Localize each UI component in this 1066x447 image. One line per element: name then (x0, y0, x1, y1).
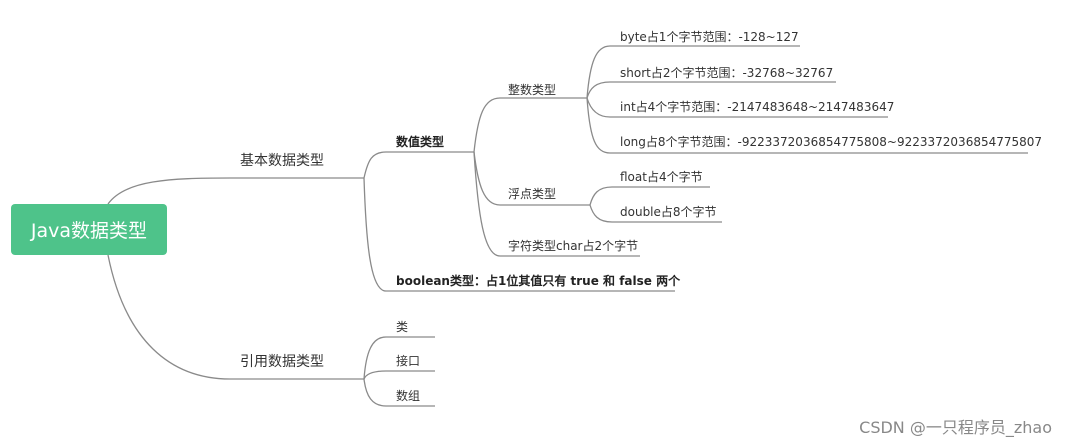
node-double[interactable]: double占8个字节 (620, 205, 717, 219)
node-int[interactable]: int占4个字节范围：-2147483648~2147483647 (620, 100, 895, 114)
node-float[interactable]: float占4个字节 (620, 170, 703, 184)
connector-reference-class (363, 336, 435, 380)
connector-numeric-integer (473, 97, 587, 153)
connector-integer-long (586, 97, 1028, 154)
node-reference-types[interactable]: 引用数据类型 (240, 354, 324, 370)
node-numeric-types[interactable]: 数值类型 (396, 135, 445, 149)
connector-integer-int (586, 97, 888, 118)
node-array[interactable]: 数组 (396, 389, 421, 403)
node-boolean-type[interactable]: boolean类型：占1位其值只有 true 和 false 两个 (396, 274, 681, 288)
connector-integer-byte (586, 45, 800, 99)
connector-reference-array (363, 378, 435, 407)
root-node-label: Java数据类型 (30, 220, 148, 242)
node-class[interactable]: 类 (396, 320, 409, 334)
root-node[interactable]: Java数据类型 (11, 204, 167, 255)
node-float-types[interactable]: 浮点类型 (508, 187, 557, 201)
node-integer-types[interactable]: 整数类型 (508, 83, 557, 97)
node-short[interactable]: short占2个字节范围：-32768~32767 (620, 66, 834, 80)
connector-primitive-boolean (363, 177, 675, 292)
node-char-type[interactable]: 字符类型char占2个字节 (508, 239, 639, 253)
connector-float-double (589, 204, 722, 223)
connector-reference-interface (363, 370, 435, 380)
connector-primitive-numeric (363, 151, 474, 179)
node-primitive-types[interactable]: 基本数据类型 (240, 153, 324, 169)
connector-root-reference (107, 254, 364, 380)
node-interface[interactable]: 接口 (396, 354, 421, 368)
node-long[interactable]: long占8个字节范围：-9223372036854775808~9223372… (620, 135, 1043, 149)
node-byte[interactable]: byte占1个字节范围：-128~127 (620, 30, 799, 44)
connector-root-primitive (107, 177, 364, 205)
watermark: CSDN @一只程序员_zhao (859, 418, 1052, 437)
connector-numeric-float (473, 151, 590, 206)
connector-numeric-char (473, 151, 640, 257)
connector-integer-short (586, 81, 836, 99)
connector-float-float (589, 186, 710, 206)
